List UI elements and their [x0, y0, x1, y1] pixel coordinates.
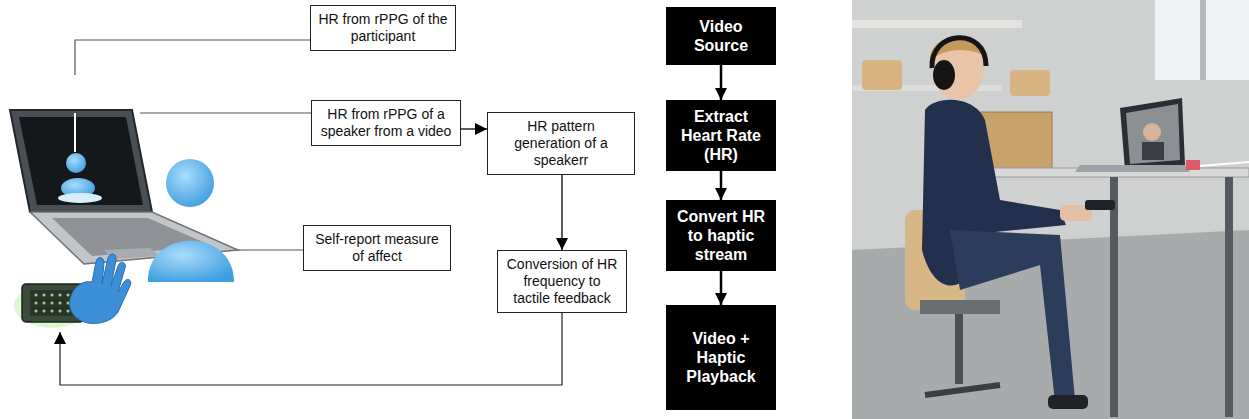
flow-arrow — [461, 128, 487, 129]
box-text: Video + Haptic Playback — [673, 329, 769, 386]
leader-line-part — [60, 290, 562, 385]
hand-icon-part — [70, 254, 131, 323]
leader-line-part — [140, 112, 330, 113]
laptop-icon-part — [58, 193, 102, 203]
text-box: HR from rPPG of a speaker from a video — [311, 100, 461, 146]
haptic-device-part-part — [67, 294, 70, 297]
setup-photo — [852, 0, 1249, 419]
haptic-device-part-part — [59, 294, 62, 297]
setup-photo-part — [1200, 162, 1249, 166]
laptop-icon-part — [19, 117, 143, 205]
setup-photo-part — [862, 60, 902, 90]
haptic-device-part-part — [51, 310, 54, 313]
setup-photo-part — [955, 314, 963, 384]
setup-photo-part — [1200, 0, 1206, 80]
setup-photo-part — [1110, 177, 1118, 417]
laptop-icon — [10, 110, 238, 264]
setup-photo-part — [1225, 177, 1233, 417]
laptop-icon-part — [74, 113, 76, 152]
haptic-device-part-part — [51, 294, 54, 297]
box-text: HR from rPPG of a speaker from a video — [318, 106, 454, 140]
box-text: HR pattern generation of a speakerr — [494, 118, 628, 169]
setup-photo-part — [950, 230, 1075, 402]
process-box: Convert HR to haptic stream — [666, 200, 776, 271]
haptic-device-part-part — [35, 302, 38, 305]
setup-photo-part — [1155, 0, 1249, 80]
setup-photo-part — [1010, 70, 1050, 96]
haptic-device-part-part — [43, 310, 46, 313]
person-icon-part — [148, 241, 234, 282]
text-box: Self-report measure of affect — [303, 225, 451, 271]
setup-photo-part — [933, 60, 955, 90]
haptic-device-part — [35, 294, 70, 313]
setup-photo-part — [1186, 160, 1200, 170]
setup-photo-part — [852, 20, 1022, 28]
person-icon-part — [166, 159, 214, 207]
laptop-icon-part — [66, 153, 86, 173]
flow-arrow — [720, 171, 723, 200]
haptic-device-part-part — [35, 294, 38, 297]
leader-line-part — [75, 40, 330, 75]
setup-photo-part — [1085, 200, 1115, 210]
setup-photo-part — [1143, 123, 1161, 141]
setup-photo-part — [1142, 142, 1164, 160]
haptic-device-part-part — [67, 302, 70, 305]
setup-photo-part — [1075, 165, 1190, 172]
box-text: Self-report measure of affect — [310, 231, 444, 265]
text-box: HR from rPPG of the participant — [310, 5, 456, 51]
process-box: Extract Heart Rate (HR) — [666, 100, 776, 171]
haptic-device-part-part — [43, 302, 46, 305]
setup-photo-part — [1048, 395, 1088, 409]
flow-arrow — [720, 65, 723, 100]
haptic-device-part-part — [35, 310, 38, 313]
box-text: Convert HR to haptic stream — [673, 207, 769, 264]
process-box: Video + Haptic Playback — [666, 305, 776, 410]
setup-photo-part — [920, 300, 1000, 314]
haptic-device-part-part — [59, 302, 62, 305]
haptic-device-part-part — [43, 294, 46, 297]
process-box: Video Source — [666, 7, 776, 65]
box-text: Extract Heart Rate (HR) — [673, 107, 769, 164]
flow-arrow — [720, 271, 723, 305]
flow-arrow — [561, 175, 562, 250]
text-box: Conversion of HR frequency to tactile fe… — [497, 250, 627, 313]
setup-photo-part — [852, 0, 1249, 419]
laptop-icon-part — [10, 110, 152, 212]
box-text: HR from rPPG of the participant — [317, 11, 449, 45]
setup-photo-part — [1126, 104, 1180, 164]
person-icon — [148, 159, 234, 282]
setup-photo-part — [1120, 98, 1185, 170]
setup-photo-part — [925, 385, 1000, 395]
box-text: Conversion of HR frequency to tactile fe… — [504, 256, 620, 307]
haptic-device-part-part — [51, 302, 54, 305]
haptic-device-part-part — [59, 310, 62, 313]
haptic-device-part-part — [67, 310, 70, 313]
hand-icon — [70, 254, 131, 323]
text-box: HR pattern generation of a speakerr — [487, 112, 635, 175]
haptic-device-part — [30, 290, 76, 316]
box-text: Video Source — [673, 17, 769, 55]
